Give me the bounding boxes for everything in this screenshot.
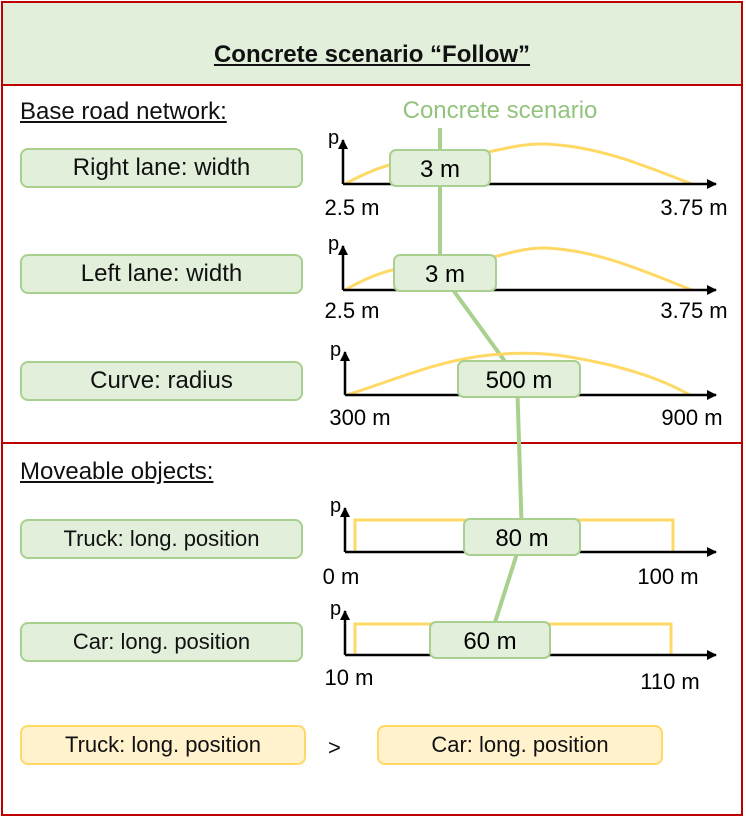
chart-curve-radius: p 300 m 900 m 500 m — [329, 339, 722, 430]
value-box — [429, 621, 551, 659]
y-axis-label: p — [328, 127, 339, 149]
diagram-title: Concrete scenario “Follow” — [213, 41, 531, 68]
range-max-label: 3.75 m — [660, 298, 727, 323]
value-label: 60 m — [463, 628, 516, 655]
chart-left-lane-width: p 2.5 m 3.75 m 3 m — [324, 233, 727, 323]
value-box — [457, 360, 581, 398]
section-label-base-road-network: Base road network: — [20, 98, 227, 125]
value-label: 80 m — [495, 525, 548, 552]
value-label: 500 m — [486, 367, 553, 394]
range-min-label: 2.5 m — [324, 298, 379, 323]
chart-truck-long-position: p 0 m 100 m 80 m — [323, 495, 717, 589]
range-max-label: 100 m — [637, 564, 698, 589]
range-min-label: 10 m — [325, 665, 374, 690]
value-box — [463, 518, 581, 556]
concrete-scenario-label: Concrete scenario — [403, 97, 598, 124]
constraint-left-operand: Truck: long. position — [20, 725, 306, 765]
constraint-right-operand: Car: long. position — [377, 725, 663, 765]
y-axis-label: p — [328, 233, 339, 255]
y-axis-label: p — [330, 339, 341, 361]
y-axis-label: p — [330, 598, 341, 620]
param-curve-radius: Curve: radius — [20, 361, 303, 401]
value-box — [393, 254, 497, 292]
distribution-curve — [346, 351, 691, 397]
y-axis-label: p — [330, 495, 341, 517]
value-label: 3 m — [425, 261, 465, 288]
range-max-label: 900 m — [661, 405, 722, 430]
range-max-label: 3.75 m — [660, 195, 727, 220]
value-box — [389, 149, 491, 187]
param-right-lane-width: Right lane: width — [20, 148, 303, 188]
constraint-operator: > — [328, 735, 341, 760]
range-max-label: 110 m — [640, 669, 700, 694]
param-left-lane-width: Left lane: width — [20, 254, 303, 294]
range-min-label: 0 m — [323, 564, 360, 589]
range-min-label: 2.5 m — [324, 195, 379, 220]
chart-car-long-position: p 10 m 110 m 60 m — [325, 598, 717, 694]
value-label: 3 m — [420, 156, 460, 183]
chart-right-lane-width: p 2.5 m 3.75 m 3 m — [324, 127, 727, 220]
range-min-label: 300 m — [329, 405, 390, 430]
param-car-long-position: Car: long. position — [20, 622, 303, 662]
param-truck-long-position: Truck: long. position — [20, 519, 303, 559]
title-banner: Concrete scenario “Follow” — [1, 1, 743, 86]
section-divider — [1, 442, 743, 444]
section-label-moveable-objects: Moveable objects: — [20, 458, 214, 485]
